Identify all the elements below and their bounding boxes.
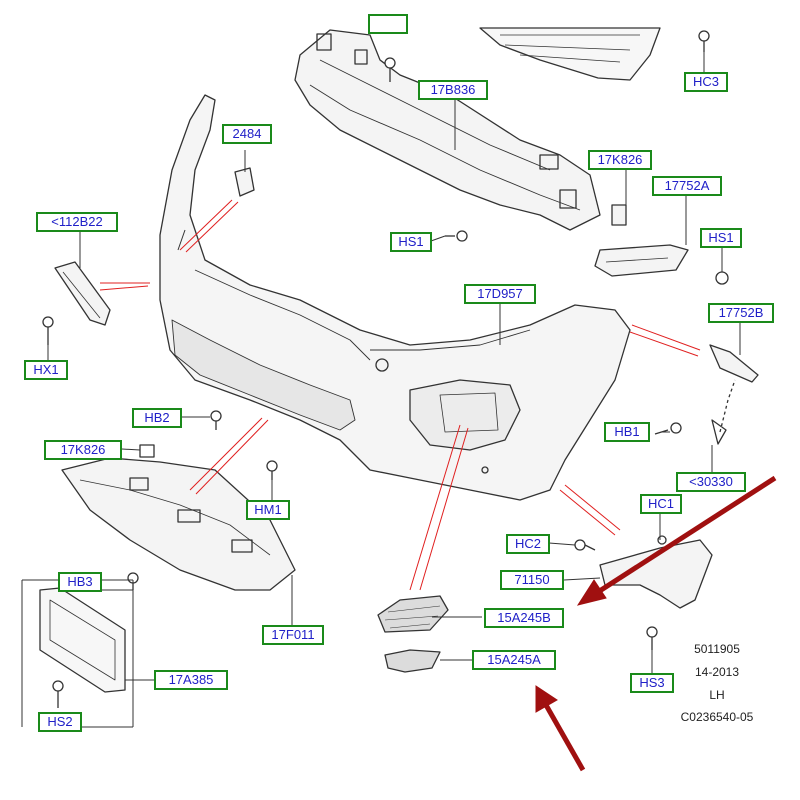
label-hb1: HB1 — [604, 422, 650, 442]
undertray-part — [61, 444, 296, 591]
label-hs1-left: HS1 — [390, 232, 432, 252]
label-hc3: HC3 — [684, 72, 728, 92]
bumper-beam-part — [294, 29, 601, 231]
bumper-cover-part — [159, 94, 631, 501]
label-hx1: HX1 — [24, 360, 68, 380]
label-hc1: HC1 — [640, 494, 682, 514]
label-17k826-top: 17K826 — [588, 150, 652, 170]
bracket-17752a-part — [594, 244, 689, 277]
ref-line-4: C0236540-05 — [680, 710, 754, 724]
label-17k826-left: 17K826 — [44, 440, 122, 460]
label-hs3: HS3 — [630, 673, 674, 693]
fasteners — [42, 30, 736, 708]
ref-line-3: LH — [709, 688, 725, 702]
label-hb3: HB3 — [58, 572, 102, 592]
label-15a245a: 15A245A — [472, 650, 556, 670]
label-15a245b: 15A245B — [484, 608, 564, 628]
label-17752b: 17752B — [708, 303, 774, 323]
side-bracket-part — [54, 261, 111, 326]
label-17f011: 17F011 — [262, 625, 324, 645]
side-bracket-71150-part — [599, 539, 713, 609]
label-hm1: HM1 — [246, 500, 290, 520]
label-hs2: HS2 — [38, 712, 82, 732]
label-17752a: 17752A — [652, 176, 722, 196]
fog-grille-a-part — [384, 649, 441, 673]
label-hs1-right: HS1 — [700, 228, 742, 248]
label-2484: 2484 — [222, 124, 272, 144]
plate-bracket-part — [39, 587, 126, 693]
label-17b836: 17B836 — [418, 80, 488, 100]
label-hb2: HB2 — [132, 408, 182, 428]
label-17d957: 17D957 — [464, 284, 536, 304]
trim-17752b-part — [709, 344, 759, 383]
bracket-17k826-part — [611, 204, 627, 226]
label-30330: <30330 — [676, 472, 746, 492]
label-17a385: 17A385 — [154, 670, 228, 690]
annotation-arrows — [535, 475, 777, 772]
guide-lines — [99, 199, 701, 591]
label-112b22: <112B22 — [36, 212, 118, 232]
ref-line-2: 14-2013 — [694, 665, 740, 679]
ref-line-1: 5011905 — [694, 642, 740, 656]
fog-grille-b-part — [377, 595, 449, 633]
label-hc2: HC2 — [506, 534, 550, 554]
clip-2484-part — [234, 167, 255, 197]
label-71150: 71150 — [500, 570, 564, 590]
label-top-partial — [368, 14, 408, 34]
upper-grille-part — [479, 27, 661, 81]
